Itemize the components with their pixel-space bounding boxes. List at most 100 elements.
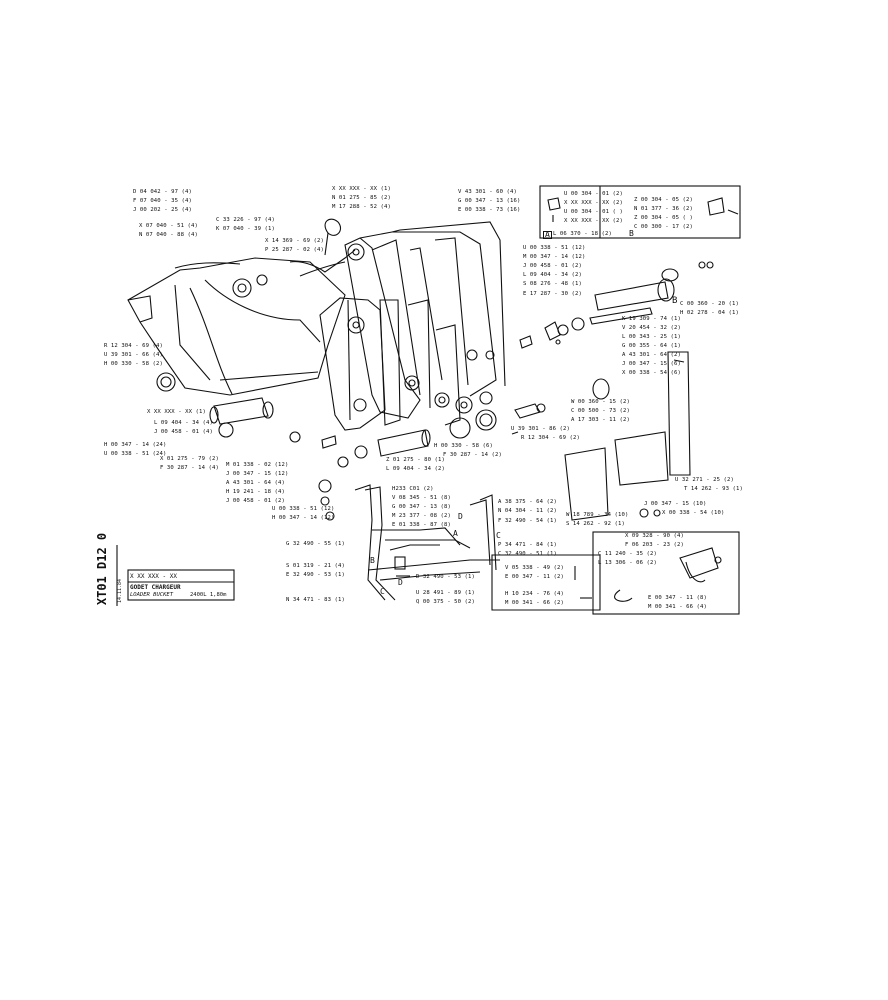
part-label: U 39 301 - 66 (4): [104, 352, 163, 358]
part-label: R 12 304 - 69 (4): [104, 343, 163, 349]
part-label: Q 00 375 - 50 (2): [416, 599, 475, 605]
part-label: F 06 203 - 23 (2): [625, 542, 684, 548]
part-label: C 11 240 - 35 (2): [598, 551, 657, 557]
callout-b-line: B: [370, 556, 375, 565]
part-label: W 18 789 - 34 (10): [566, 512, 629, 518]
part-label: U 00 338 - 51 (24): [104, 451, 167, 457]
part-label: E 00 347 - 11 (2): [505, 574, 564, 580]
part-label: C 00 300 - 17 (2): [634, 224, 693, 230]
part-label: N 07 040 - 88 (4): [139, 232, 198, 238]
part-label: A 17 303 - 11 (2): [571, 417, 630, 423]
part-label: J 00 347 - 15 (12): [226, 471, 289, 477]
guard-plate-1: [564, 447, 609, 521]
part-label: C 00 500 - 73 (2): [571, 408, 630, 414]
part-label: L 00 343 - 25 (1): [622, 334, 681, 340]
part-label: X XX XXX - XX (1): [147, 409, 206, 415]
part-label: U 00 304 - 01 ( ): [564, 209, 623, 215]
part-label: V 08 345 - 51 (8): [392, 495, 451, 501]
part-label: S 01 319 - 21 (4): [286, 563, 345, 569]
part-label: C 33 226 - 97 (4): [216, 217, 275, 223]
part-label: U 00 338 - 51 (12): [272, 506, 335, 512]
part-label: X 01 275 - 79 (2): [160, 456, 219, 462]
part-label: H 00 330 - 58 (6): [434, 443, 493, 449]
callout-a-box: A: [543, 230, 552, 239]
part-label: L 09 404 - 34 (2): [386, 466, 445, 472]
part-label: G 00 347 - 13 (16): [458, 198, 521, 204]
part-label: J 00 458 - 01 (2): [226, 498, 285, 504]
part-label: V 05 338 - 49 (2): [505, 565, 564, 571]
part-label: H 02 278 - 04 (1): [680, 310, 739, 316]
part-label: Z 00 304 - 05 ( ): [634, 215, 693, 221]
part-label: P 25 287 - 02 (4): [265, 247, 324, 253]
part-label: L 13 306 - 06 (2): [598, 560, 657, 566]
part-label: T 14 262 - 93 (1): [684, 486, 743, 492]
part-label: E 17 287 - 30 (2): [523, 291, 582, 297]
part-label: L 09 404 - 34 (2): [523, 272, 582, 278]
part-label: X 14 369 - 69 (2): [265, 238, 324, 244]
part-label: U 32 271 - 25 (2): [675, 477, 734, 483]
part-label: N 34 471 - 83 (1): [286, 597, 345, 603]
part-label: M 23 377 - 08 (2): [392, 513, 451, 519]
part-label: Z 00 304 - 05 (2): [634, 197, 693, 203]
part-label: H233 C01 (2): [392, 486, 434, 492]
part-label: X XX XXX - XX (2): [564, 200, 623, 206]
loader-arm-left: [344, 237, 421, 419]
part-label: E 01 338 - 87 (8): [392, 522, 451, 528]
part-label: M 01 338 - 02 (12): [226, 462, 289, 468]
part-label: H 10 234 - 76 (4): [505, 591, 564, 597]
part-label: E 00 338 - 73 (16): [458, 207, 521, 213]
part-label: Z 01 275 - 80 (1): [386, 457, 445, 463]
detail-box-lower: [491, 554, 601, 611]
part-label: D 32 490 - 53 (1): [416, 574, 475, 580]
part-label: J 00 202 - 25 (4): [133, 207, 192, 213]
part-label: U 00 304 - 01 (2): [564, 191, 623, 197]
part-label: H 00 347 - 14 (12): [272, 515, 335, 521]
part-label: V 20 454 - 32 (2): [622, 325, 681, 331]
part-label: E 00 347 - 11 (8): [648, 595, 707, 601]
part-label: X 00 338 - 54 (6): [622, 370, 681, 376]
part-label: F 30 287 - 14 (4): [160, 465, 219, 471]
part-label: C 00 360 - 20 (1): [680, 301, 739, 307]
part-label: N 04 304 - 11 (2): [498, 508, 557, 514]
part-label: X XX XXX - XX (2): [564, 218, 623, 224]
cover-plate-right: [667, 351, 691, 476]
part-label: D 04 042 - 97 (4): [133, 189, 192, 195]
part-label: N 01 275 - 85 (2): [332, 195, 391, 201]
part-label: J 00 347 - 15 (10): [644, 501, 707, 507]
part-label: F 32 490 - 54 (1): [498, 518, 557, 524]
part-label: F 30 287 - 14 (2): [443, 452, 502, 458]
part-label: M 00 347 - 14 (12): [523, 254, 586, 260]
part-label: X XX XXX - XX (1): [332, 186, 391, 192]
bucket-lip: [127, 295, 153, 323]
part-label: G 00 355 - 64 (1): [622, 343, 681, 349]
callout-d-lower: D: [398, 578, 403, 587]
part-label: V 43 301 - 60 (4): [458, 189, 517, 195]
detail-box-ab: [539, 185, 741, 239]
part-label: C 32 490 - 51 (1): [498, 551, 557, 557]
part-label: H 00 330 - 58 (2): [104, 361, 163, 367]
callout-c-line: C: [496, 531, 501, 540]
part-label: J 00 347 - 15 (6): [622, 361, 681, 367]
part-label: U 39 301 - 86 (2): [511, 426, 570, 432]
title-fr: GODET CHARGEUR: [130, 584, 181, 591]
part-label: K 19 309 - 74 (1): [622, 316, 681, 322]
part-label: H 00 347 - 14 (24): [104, 442, 167, 448]
part-label: H 19 241 - 18 (4): [226, 489, 285, 495]
part-label: M 00 341 - 66 (4): [648, 604, 707, 610]
title-code: X XX XXX - XX: [130, 573, 177, 580]
part-label: U 00 338 - 51 (12): [523, 245, 586, 251]
part-label: L 09 404 - 34 (4): [154, 420, 213, 426]
part-label: L 06 370 - 18 (2): [553, 231, 612, 237]
part-label: M 00 341 - 66 (2): [505, 600, 564, 606]
hydraulic-cylinder: [594, 281, 669, 311]
part-label: P 34 471 - 84 (1): [498, 542, 557, 548]
callout-a-line: A: [453, 529, 458, 538]
part-label: G 32 490 - 55 (1): [286, 541, 345, 547]
hydraulic-line-left: [354, 484, 386, 601]
sheet-number: XT01 D12 0: [95, 532, 110, 606]
part-label: U 28 491 - 89 (1): [416, 590, 475, 596]
sheet-date: 14.11.84: [117, 578, 124, 604]
guard-plate-2: [614, 431, 669, 486]
part-label: X 07 040 - 51 (4): [139, 223, 198, 229]
